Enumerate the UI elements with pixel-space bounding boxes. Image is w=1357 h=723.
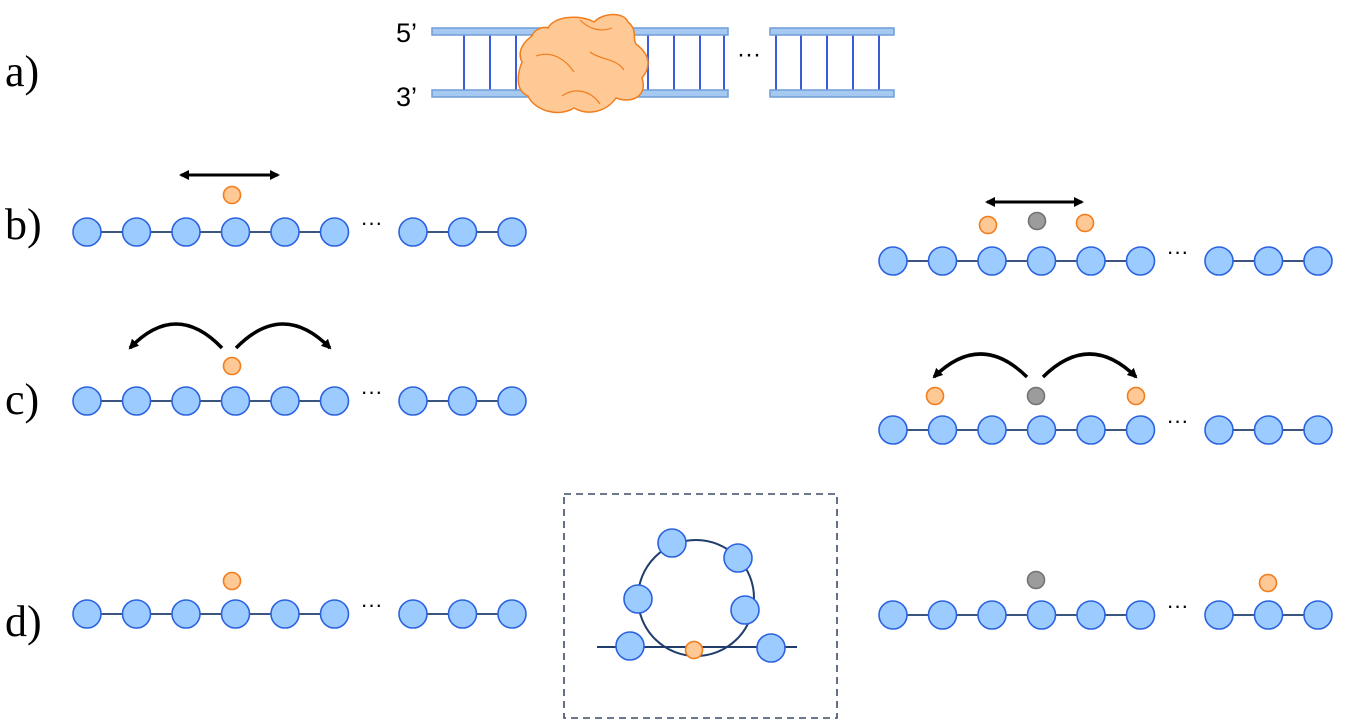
chain-b-right-bead: [1026, 246, 1057, 276]
chain-c-right-bead: [1076, 415, 1106, 445]
chain-c-right-bead: [927, 415, 958, 445]
protein-b-left: [222, 185, 242, 205]
chain-d-left-bead: [220, 599, 251, 629]
chain-c-left-bead: [447, 386, 478, 416]
chain-b-right-bead: [977, 246, 1007, 276]
chain-b-right-bead: [1125, 246, 1156, 276]
chain-d-left-bead: [398, 599, 428, 629]
loop-inset-bead: [730, 595, 760, 625]
chain-c-left-bead: [121, 386, 152, 416]
chain-d-right-bead: [1125, 600, 1156, 630]
chain-b-left-bead: [447, 217, 478, 247]
chain-d-left-ellipsis: ···: [361, 592, 383, 617]
dna-duplex: ···: [431, 27, 895, 98]
chain-b-right-ellipsis: ···: [1167, 239, 1189, 264]
hop-arrow-c-left-1: [128, 322, 224, 350]
chain-c-left-bead: [171, 386, 201, 416]
chain-c-left-bead: [319, 386, 350, 416]
chain-c-left-ellipsis: ···: [361, 379, 383, 404]
protein-c-left: [222, 356, 242, 376]
loop-inset-bead: [623, 584, 653, 614]
chain-b-left-bead: [398, 217, 428, 247]
label-a: a): [5, 47, 40, 96]
chain-d-left-bead: [121, 599, 152, 629]
loop-inset-bead: [756, 633, 786, 663]
dna-top-strand-right: [769, 27, 895, 36]
chain-b-right-bead: [1253, 246, 1284, 276]
chain-c-right-ellipsis: ···: [1167, 408, 1189, 433]
chain-c-left-bead: [220, 386, 251, 416]
chain-b-right-bead: [1303, 246, 1333, 276]
chain-d-right-bead: [1303, 600, 1333, 630]
chain-b-left-bead: [270, 217, 300, 247]
chain-c-left-bead: [72, 386, 102, 416]
protein-d-right-gray: [1026, 570, 1046, 590]
protein-d-right-orange: [1258, 573, 1278, 593]
chain-d-right-bead: [1026, 600, 1057, 630]
chain-c-right-bead: [1303, 415, 1333, 445]
loop-inset-bead: [615, 631, 645, 661]
label-c: c): [5, 375, 40, 424]
protein-blob: [517, 13, 649, 114]
hop-arrow-c-right-2: [1041, 352, 1138, 379]
chain-d-left-bead: [270, 599, 300, 629]
chain-c-right-bead: [977, 415, 1007, 445]
label-5-prime: 5’: [396, 18, 418, 48]
label-d: d): [5, 597, 42, 646]
chain-c-right-bead: [878, 415, 908, 445]
chain-d-right-bead: [1076, 600, 1106, 630]
chain-d-left-bead: [171, 599, 201, 629]
protein-b-right-1: [978, 215, 998, 235]
chain-c-left-bead: [270, 386, 300, 416]
protein-c-right-1: [925, 386, 945, 406]
chain-b-left-bead: [497, 217, 527, 247]
chain-d-right-bead: [1253, 600, 1284, 630]
label-3-prime: 3’: [396, 82, 418, 112]
chain-d-left-bead: [497, 599, 527, 629]
chain-b-left-bead: [171, 217, 201, 247]
chain-d-right-bead: [977, 600, 1007, 630]
chain-b-right-bead: [1076, 246, 1106, 276]
chain-b-right-bead: [1204, 246, 1234, 276]
loop-inset-bead: [657, 528, 687, 558]
chain-d-left-bead: [72, 599, 102, 629]
dna-rungs-right: [775, 35, 880, 90]
chain-b-left-bead: [319, 217, 350, 247]
chain-d-right-bead: [878, 600, 908, 630]
protein-d-left: [222, 571, 242, 591]
chain-c-right-bead: [1125, 415, 1156, 445]
chain-b-left-bead: [220, 217, 251, 247]
chain-c-right-bead: [1204, 415, 1234, 445]
protein-c-right-gray: [1026, 386, 1046, 406]
protein-loop-inset: [684, 640, 704, 660]
chain-d-right-ellipsis: ···: [1167, 593, 1189, 618]
chain-b-left-bead: [121, 217, 152, 247]
dna-ellipsis: ···: [737, 41, 761, 68]
chain-c-left-bead: [398, 386, 428, 416]
chain-c-right-bead: [1253, 415, 1284, 445]
chain-b-left-bead: [72, 217, 102, 247]
protein-c-right-2: [1126, 386, 1146, 406]
loop-inset-bead: [723, 543, 753, 573]
loop-inset-box: [563, 493, 838, 719]
chain-b-right-bead: [878, 246, 908, 276]
chain-d-left-bead: [319, 599, 350, 629]
dna-bottom-strand-right: [769, 89, 895, 98]
chain-d-right-bead: [927, 600, 958, 630]
chain-c-right-bead: [1026, 415, 1057, 445]
hop-arrow-c-right-1: [932, 352, 1029, 379]
label-b: b): [5, 200, 42, 249]
chain-d-right-bead: [1204, 600, 1234, 630]
hop-arrow-c-left-2: [234, 322, 332, 350]
protein-b-right-gray: [1027, 211, 1047, 231]
chain-b-left-ellipsis: ···: [361, 210, 383, 235]
chain-d-left-bead: [447, 599, 478, 629]
chain-b-right-bead: [927, 246, 958, 276]
dynamic-layer: ··· ··· ··· ··· ··· ···: [72, 170, 1333, 663]
protein-b-right-2: [1075, 213, 1095, 233]
chain-c-left-bead: [497, 386, 527, 416]
